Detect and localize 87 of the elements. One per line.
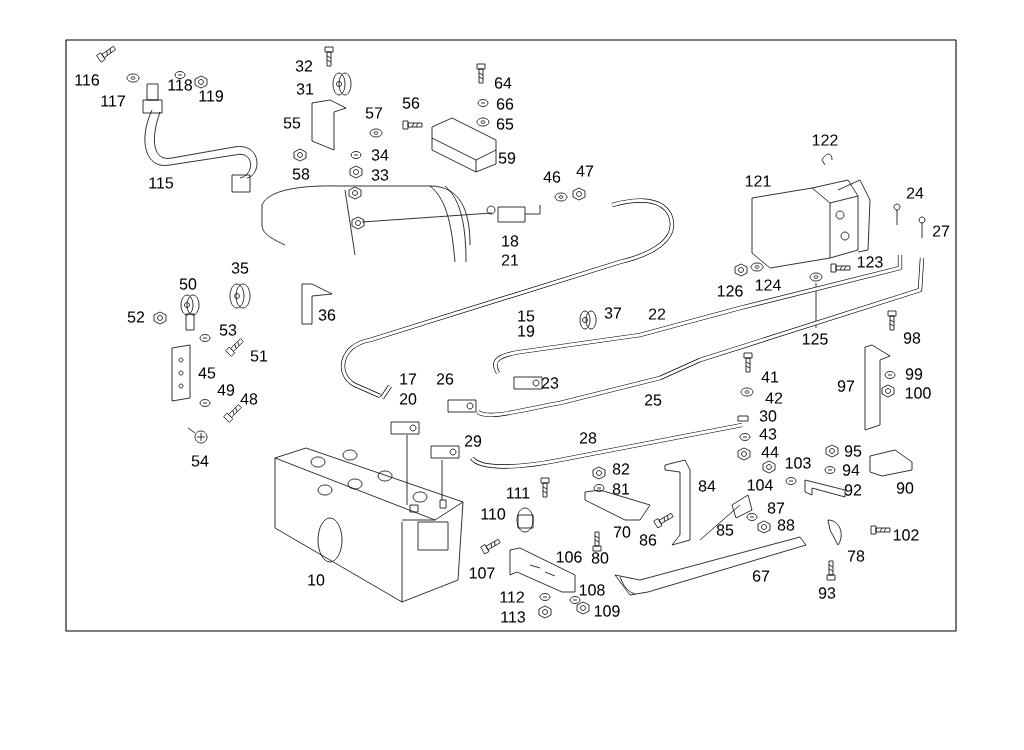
callout-number: 34 xyxy=(371,149,389,161)
callout-number: 126 xyxy=(717,285,743,297)
callout-number: 33 xyxy=(371,169,389,181)
callout-number: 103 xyxy=(785,457,811,469)
callout-number: 19 xyxy=(518,325,535,337)
callout-number: 42 xyxy=(765,392,783,404)
callout-number: 45 xyxy=(198,367,216,379)
callout-number: 106 xyxy=(556,551,582,563)
callout-number: 112 xyxy=(500,591,524,603)
callout-number: 80 xyxy=(591,552,609,564)
callout-number: 110 xyxy=(481,508,506,520)
callout-number: 98 xyxy=(903,332,921,344)
callout-number: 104 xyxy=(747,479,773,491)
callout-number: 78 xyxy=(847,550,865,562)
callout-number: 26 xyxy=(436,373,454,385)
callout-number: 118 xyxy=(168,79,193,91)
callout-number: 53 xyxy=(219,324,237,336)
callout-number: 99 xyxy=(905,368,923,380)
callout-number: 116 xyxy=(75,74,100,86)
callout-number: 20 xyxy=(399,393,417,405)
callout-number: 81 xyxy=(612,483,630,495)
callout-number: 37 xyxy=(604,307,622,319)
callout-number: 36 xyxy=(318,309,336,321)
callout-number: 64 xyxy=(494,77,512,89)
callout-number: 97 xyxy=(837,380,855,392)
callout-number: 124 xyxy=(755,279,781,291)
callout-number: 82 xyxy=(612,463,630,475)
callout-number: 100 xyxy=(905,387,931,399)
callout-number: 119 xyxy=(199,90,223,102)
callout-number: 25 xyxy=(644,394,662,406)
callout-number: 30 xyxy=(759,410,777,422)
callout-number: 32 xyxy=(295,60,313,72)
callout-number: 87 xyxy=(767,502,785,514)
callout-number: 44 xyxy=(761,446,779,458)
callout-number: 18 xyxy=(502,235,519,247)
callout-number: 21 xyxy=(501,254,519,266)
callout-number: 86 xyxy=(639,534,657,546)
callout-number: 66 xyxy=(496,98,514,110)
callout-number: 58 xyxy=(292,168,310,180)
callout-number: 85 xyxy=(716,524,734,536)
callout-number: 54 xyxy=(191,455,209,467)
callout-number: 28 xyxy=(579,432,597,444)
callout-number: 43 xyxy=(759,428,777,440)
callout-number: 109 xyxy=(594,605,620,617)
callout-number: 17 xyxy=(400,373,417,385)
callout-number: 90 xyxy=(896,482,914,494)
callout-number: 27 xyxy=(932,225,950,237)
callout-number: 88 xyxy=(777,519,795,531)
callout-number: 70 xyxy=(613,526,631,538)
callout-number: 41 xyxy=(761,371,779,383)
callout-number: 55 xyxy=(283,117,301,129)
callout-number: 92 xyxy=(844,484,862,496)
callout-number: 111 xyxy=(507,487,530,499)
callout-number: 29 xyxy=(464,435,482,447)
callout-number: 94 xyxy=(842,464,860,476)
callout-number: 57 xyxy=(365,107,383,119)
callout-number: 93 xyxy=(818,587,836,599)
callout-number: 56 xyxy=(402,97,420,109)
callout-number: 67 xyxy=(752,570,770,582)
callout-number: 47 xyxy=(576,165,594,177)
callout-number: 52 xyxy=(127,311,145,323)
callout-number: 35 xyxy=(231,262,249,274)
callout-number: 51 xyxy=(250,350,268,362)
callout-number: 108 xyxy=(579,584,605,596)
callout-number: 122 xyxy=(812,134,838,146)
callout-number: 102 xyxy=(893,529,919,541)
callout-number: 22 xyxy=(648,308,666,320)
callout-number: 50 xyxy=(179,278,197,290)
callout-number: 48 xyxy=(240,393,258,405)
callout-number: 95 xyxy=(844,445,862,457)
callout-number: 31 xyxy=(296,83,314,95)
callout-number: 15 xyxy=(518,310,535,322)
callout-number: 121 xyxy=(745,175,771,187)
callout-number: 10 xyxy=(308,574,325,586)
callout-number: 113 xyxy=(501,611,526,623)
callout-number: 65 xyxy=(496,118,514,130)
callout-number: 49 xyxy=(217,384,235,396)
callout-number: 125 xyxy=(802,333,828,345)
callout-number: 23 xyxy=(541,377,559,389)
callout-number: 24 xyxy=(906,187,924,199)
callout-number: 46 xyxy=(543,171,561,183)
callout-number: 123 xyxy=(857,256,883,268)
callout-number: 107 xyxy=(469,567,495,579)
callout-number: 115 xyxy=(149,177,174,189)
callout-number: 117 xyxy=(101,95,125,107)
callout-number: 59 xyxy=(498,152,516,164)
callout-number: 84 xyxy=(698,480,716,492)
